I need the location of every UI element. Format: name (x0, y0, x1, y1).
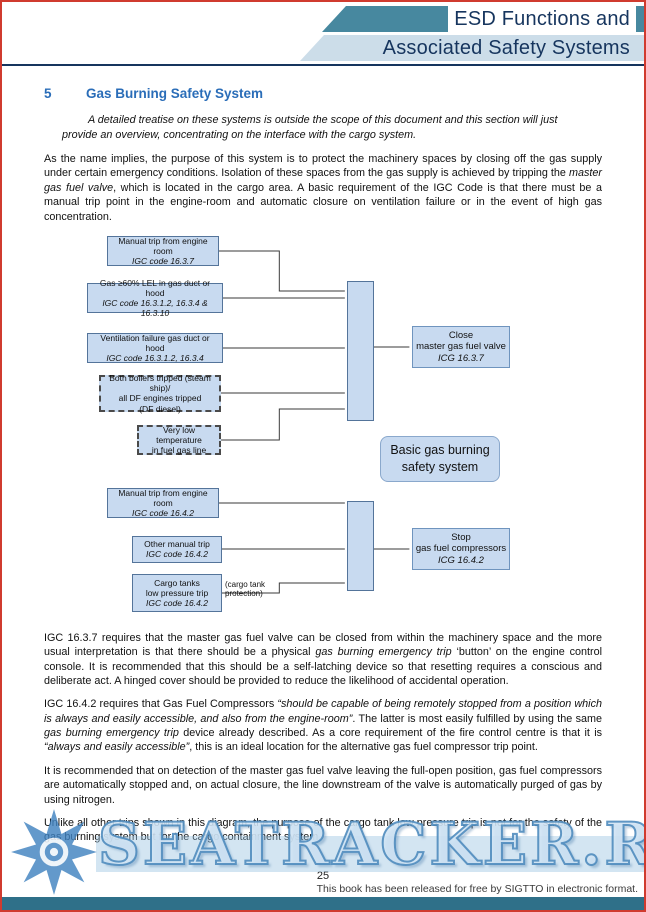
box-code: IGC code 16.4.2 (146, 549, 208, 560)
page-number: 25 (316, 870, 330, 882)
box-label: Both boilers tripped (steam ship)/ all D… (109, 373, 211, 414)
text-segment: master gas fuel valve (44, 167, 602, 194)
box-label: Cargo tanks low pressure trip (145, 577, 209, 598)
text-segment: , this is an ideal location for the alte… (189, 741, 538, 754)
header-title-line1: ESD Functions and (448, 6, 636, 32)
text-segment: IGC 16.3.7 requires that the master gas … (44, 631, 602, 659)
intro-note: A detailed treatise on these systems is … (62, 114, 558, 141)
section-number: 5 (44, 86, 52, 101)
text-segment: device already described. As a core requ… (178, 727, 602, 740)
box-code: IGC code 16.3.1.2, 16.3.4 & 16.3.10 (102, 297, 208, 319)
text-segment: . The latter is most easily fulfilled by… (352, 712, 602, 725)
footer-bar (2, 897, 644, 910)
section-heading: 5 Gas Burning Safety System (44, 86, 602, 101)
text-segment: “always and easily accessible” (44, 741, 190, 754)
box-label: Manual trip from engine room (118, 235, 208, 256)
text-segment: , which is located in the cargo area. A … (44, 181, 602, 223)
diagram-box-boilers-tripped: Both boilers tripped (steam ship)/ all D… (99, 373, 221, 414)
header-title-line2: Associated Safety Systems (382, 37, 630, 59)
box-code: IGC code 16.3.7 (132, 256, 194, 267)
box-code: IGC code 16.3.1.2, 16.3.4 (106, 353, 204, 364)
body-paragraph-4: It is recommended that on detection of t… (44, 764, 602, 807)
diagram-box-manual-trip-engine-room-1: Manual trip from engine room IGC code 16… (107, 236, 219, 266)
box-code: ICG 16.3.7 (438, 352, 484, 364)
text-segment: gas burning emergency trip (44, 727, 179, 740)
diagram-box-manual-trip-engine-room-2: Manual trip from engine room IGC code 16… (107, 488, 219, 518)
release-note: This book has been released for free by … (316, 883, 638, 895)
body-paragraph-5: Unlike all other trips shown in this dia… (44, 816, 602, 845)
text-segment: As the name implies, the purpose of this… (44, 153, 602, 180)
body-paragraph-2: IGC 16.3.7 requires that the master gas … (44, 631, 602, 688)
box-label: Other manual trip (144, 539, 210, 550)
gas-burning-safety-diagram: Manual trip from engine room IGC code 16… (44, 233, 602, 625)
diagram-box-close-master-valve: Close master gas fuel valve ICG 16.3.7 (412, 325, 510, 368)
diagram-box-other-manual-trip: Other manual trip IGC code 16.4.2 (132, 535, 222, 563)
diagram-caption-box: Basic gas burning safety system (380, 435, 500, 482)
box-label: Manual trip from engine room (118, 487, 208, 508)
connector-lines-svg (217, 250, 410, 594)
body-paragraph-3: IGC 16.4.2 requires that Gas Fuel Compre… (44, 697, 602, 754)
text-segment: Unlike all other trips shown in this dia… (44, 816, 602, 844)
box-label: Stop gas fuel compressors (415, 531, 507, 555)
body-paragraph-1: As the name implies, the purpose of this… (44, 152, 602, 224)
box-code: IGC code 16.4.2 (146, 598, 208, 609)
text-segment: IGC 16.4.2 requires that Gas Fuel Compre… (44, 698, 278, 711)
box-code: IGC code 16.4.2 (132, 508, 194, 519)
text-segment: ‘button’ on the engine control console. … (44, 646, 602, 687)
text-segment: gas burning emergency trip (315, 646, 452, 659)
collector-bar-2 (347, 500, 374, 591)
page-content: 5 Gas Burning Safety System A detailed t… (2, 66, 644, 845)
text-segment: It is recommended that on detection of t… (44, 764, 602, 806)
connector-line (219, 408, 345, 441)
collector-bar-1 (347, 280, 374, 421)
diagram-box-stop-compressors: Stop gas fuel compressors ICG 16.4.2 (412, 527, 510, 570)
diagram-box-ventilation-failure: Ventilation failure gas duct or hood IGC… (87, 333, 223, 363)
connector-line (217, 250, 345, 292)
diagram-box-gas-lel: Gas ≥60% LEL in gas duct or hood IGC cod… (87, 278, 223, 318)
box-label: Close master gas fuel valve (416, 329, 506, 353)
note-cargo-tank-protection: (cargo tank protection) (225, 579, 266, 599)
header-pale-band (300, 35, 644, 61)
header-rule (2, 64, 644, 66)
diagram-box-cargo-tank-low-pressure: Cargo tanks low pressure trip IGC code 1… (132, 573, 222, 612)
box-label: Ventilation failure gas duct or hood (100, 332, 210, 353)
text-segment: “should be capable of being remotely sto… (44, 698, 602, 725)
connector-line (220, 582, 345, 594)
box-code: ICG 16.4.2 (438, 554, 484, 566)
box-label: Very low temperature in fuel gas line (151, 424, 207, 456)
diagram-box-low-temperature: Very low temperature in fuel gas line (137, 425, 221, 455)
caption-text: Basic gas burning safety system (390, 443, 490, 474)
page-header: ESD Functions and Associated Safety Syst… (2, 2, 644, 66)
section-title: Gas Burning Safety System (86, 86, 264, 101)
box-label: Gas ≥60% LEL in gas duct or hood (99, 277, 211, 298)
